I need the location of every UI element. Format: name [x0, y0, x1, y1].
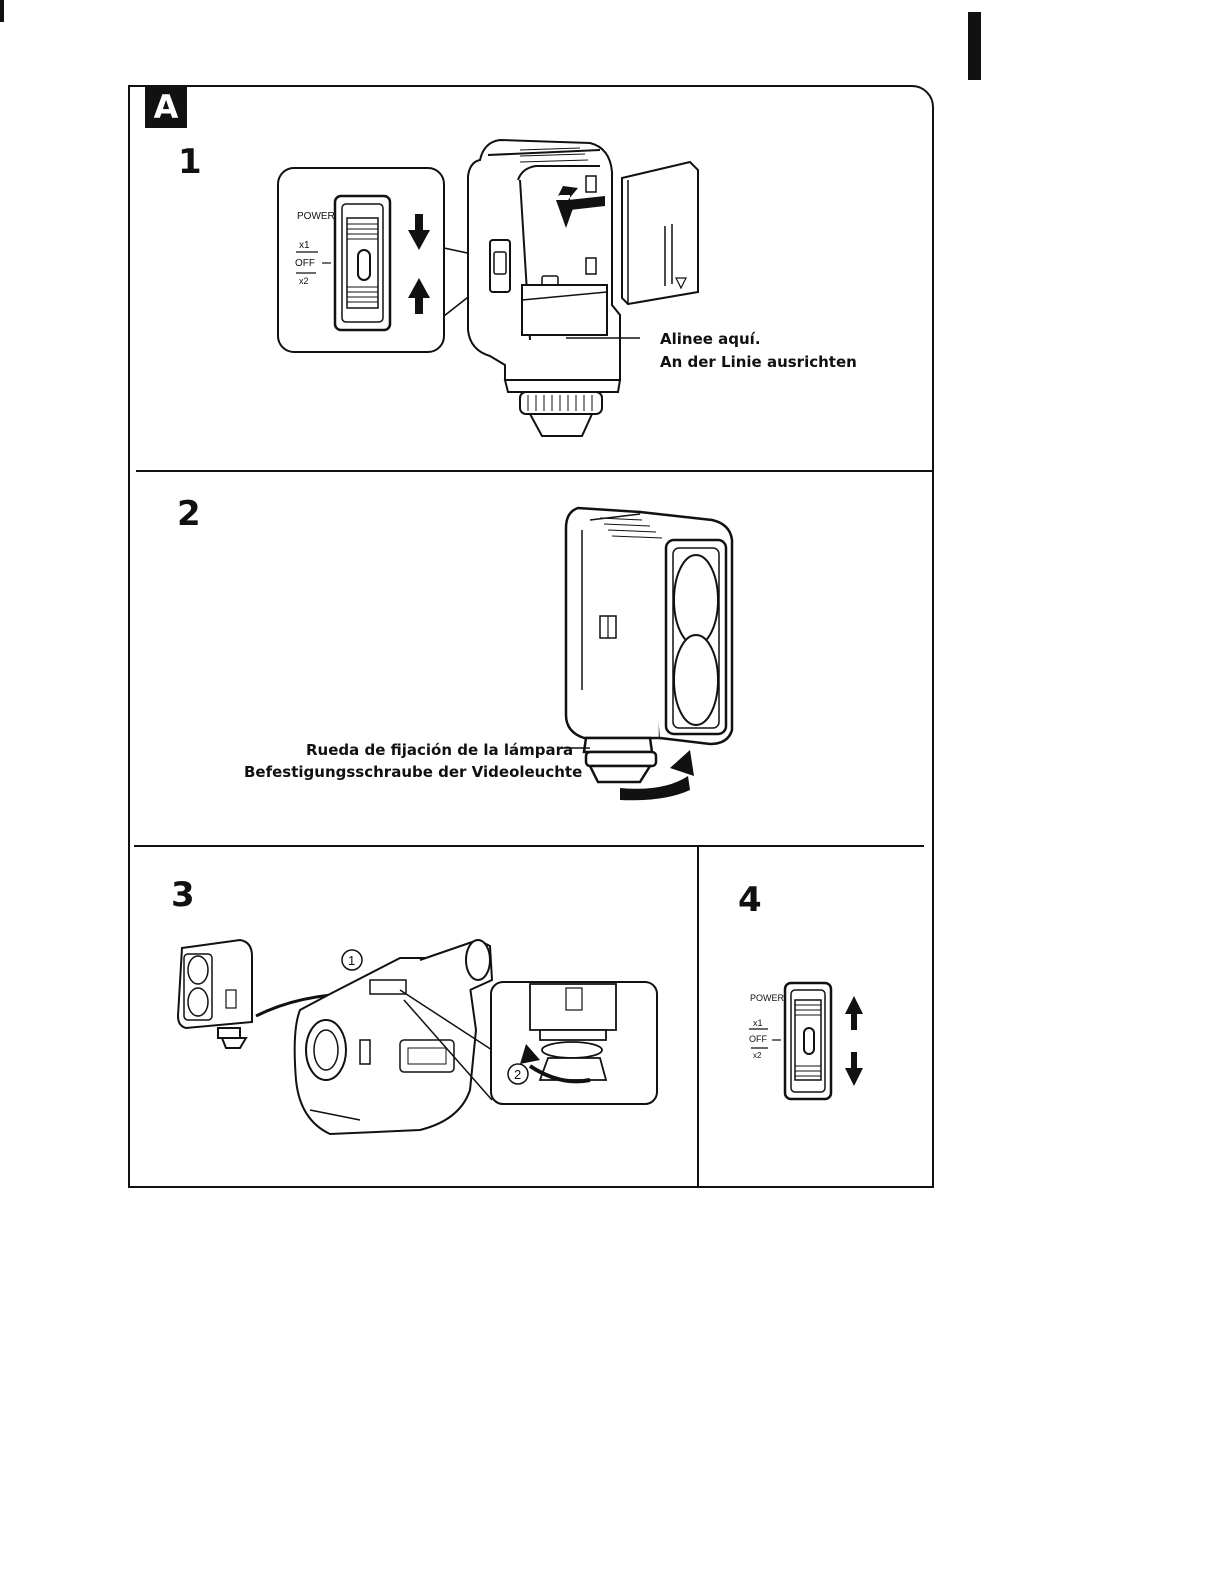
arrow-down-icon: [845, 1052, 863, 1086]
switch-title-2: POWER: [750, 993, 785, 1003]
switch-option-x1-2: x1: [753, 1018, 763, 1028]
switch-option-x2-2: x2: [753, 1051, 762, 1060]
power-switch-2: [785, 983, 831, 1099]
switch-option-off-2: OFF: [749, 1034, 767, 1044]
arrow-up-icon: [845, 996, 863, 1030]
